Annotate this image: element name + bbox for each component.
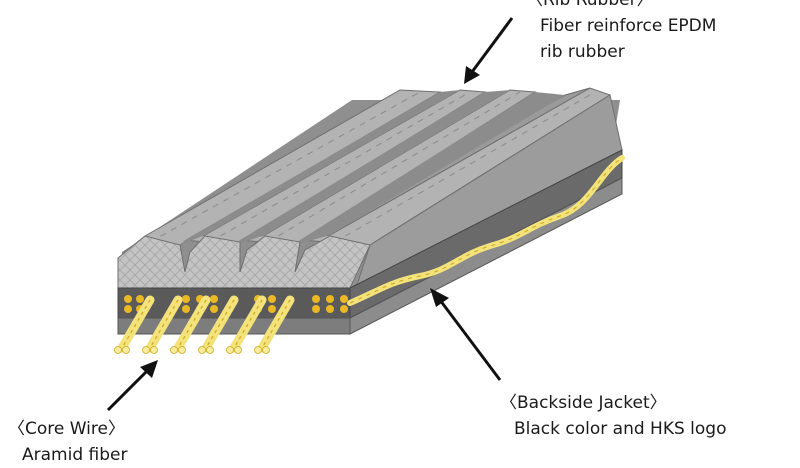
core-wire-strand-twist <box>233 299 263 349</box>
belt-diagram <box>106 17 625 412</box>
core-wire-dot <box>124 295 132 303</box>
core-wire-dot <box>182 305 190 313</box>
rib-cross-section <box>117 235 371 289</box>
core-wire-dot <box>312 305 320 313</box>
core-wire-dot <box>268 295 276 303</box>
arrow-backside-jacket <box>430 288 502 381</box>
core-wire-dot <box>136 295 144 303</box>
core-wire-strand-end <box>178 346 186 354</box>
core-wire-strand-end <box>226 346 234 354</box>
rib-4-dashes <box>334 91 596 243</box>
core-wire-dot <box>326 305 334 313</box>
rib-3-dashes <box>267 91 521 243</box>
core-wire-strand-twist <box>261 299 291 349</box>
core-wire-desc: Aramid fiber <box>22 445 128 465</box>
core-wire-strand-end <box>150 346 158 354</box>
core-wire-strand-end <box>206 346 214 354</box>
core-wire-strand-twist <box>177 299 207 349</box>
core-wire-dot <box>210 305 218 313</box>
exposed-core-wire <box>114 295 295 354</box>
core-wire-strand-end <box>114 346 122 354</box>
core-wire-strand-end <box>198 346 206 354</box>
backside-jacket-front <box>117 317 351 335</box>
core-wire-strand-end <box>254 346 262 354</box>
rib-rubber-desc-line1: Fiber reinforce EPDM <box>540 16 717 36</box>
rib-rubber-title: 〈Rib Rubber〉 <box>526 0 654 10</box>
core-wire-dot <box>326 295 334 303</box>
core-wire-dot <box>182 295 190 303</box>
core-wire-strand-twist <box>205 299 235 349</box>
core-wire-title: 〈Core Wire〉 <box>8 419 125 439</box>
core-wire-strand-twist <box>121 299 151 349</box>
rib-1-dashes <box>149 91 421 243</box>
core-wire-strand-end <box>122 346 130 354</box>
core-wire-strand-end <box>170 346 178 354</box>
backside-jacket-title: 〈Backside Jacket〉 <box>500 393 667 413</box>
core-wire-strand-end <box>142 346 150 354</box>
core-wire-dot <box>340 295 348 303</box>
backside-jacket-desc: Black color and HKS logo <box>514 419 727 439</box>
core-wire-strand-end <box>262 346 270 354</box>
arrow-rib-rubber <box>464 17 514 84</box>
core-wire-dot <box>340 305 348 313</box>
rib-groove-1 <box>180 90 460 245</box>
core-wire-strand-twist <box>149 299 179 349</box>
rib-groove-2 <box>235 90 510 245</box>
core-wire-dot <box>268 305 276 313</box>
arrow-core-wire <box>106 360 158 412</box>
rib-groove-3 <box>295 92 565 245</box>
core-wire-side <box>347 155 625 306</box>
core-wire-dot <box>312 295 320 303</box>
core-wire-dot <box>210 295 218 303</box>
rib-rubber-desc-line2: rib rubber <box>540 42 625 62</box>
core-wire-dot <box>124 305 132 313</box>
rib-2-dashes <box>209 91 471 243</box>
rib-rubber-top <box>118 87 623 302</box>
core-wire-strand-end <box>234 346 242 354</box>
